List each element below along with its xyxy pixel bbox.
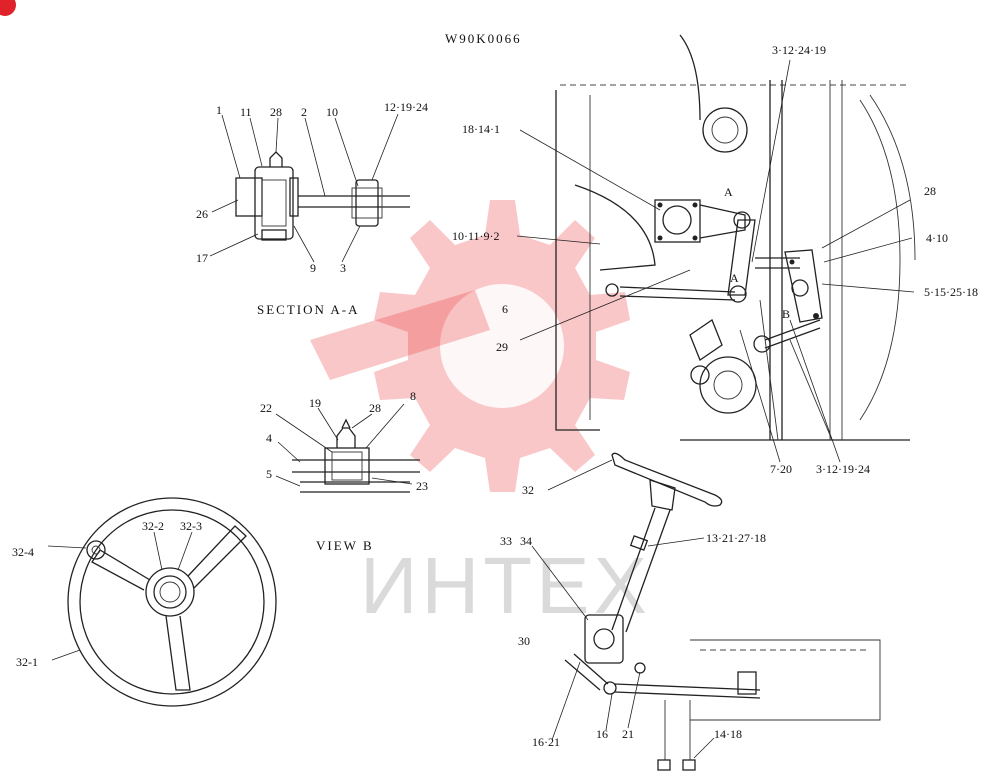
label-32-1: 32-1 <box>16 655 38 669</box>
label-19: 19 <box>309 396 321 410</box>
label-32: 32 <box>522 483 534 497</box>
view-b-caption: VIEW B <box>316 538 374 553</box>
label-6: 6 <box>502 302 508 316</box>
label-28: 28 <box>270 105 282 119</box>
label-28b: 28 <box>369 401 381 415</box>
label-13-21-27-18: 13·21·27·18 <box>706 531 766 545</box>
label-5: 5 <box>266 467 272 481</box>
label-21: 21 <box>622 727 634 741</box>
label-34: 34 <box>520 534 532 548</box>
label-23: 23 <box>416 479 428 493</box>
label-32-4: 32-4 <box>12 545 34 559</box>
label-3: 3 <box>340 261 346 275</box>
label-33: 33 <box>500 534 512 548</box>
section-aa-caption: SECTION A-A <box>257 302 360 317</box>
label-26: 26 <box>196 207 208 221</box>
label-4-10: 4·10 <box>926 231 948 245</box>
label-16-21: 16·21 <box>532 735 560 749</box>
label-10: 10 <box>326 105 338 119</box>
label-5-15-25-18: 5·15·25·18 <box>924 285 978 299</box>
view-b-drawing <box>275 403 420 493</box>
corner-badge <box>0 0 16 16</box>
label-11: 11 <box>240 105 252 119</box>
label-32-3: 32-3 <box>180 519 202 533</box>
label-22: 22 <box>260 401 272 415</box>
label-18-14-1: 18·14·1 <box>462 122 500 136</box>
label-9: 9 <box>310 261 316 275</box>
label-1: 1 <box>216 103 222 117</box>
steering-wheel-drawing <box>47 497 277 707</box>
label-4: 4 <box>266 431 272 445</box>
label-16: 16 <box>596 727 608 741</box>
label-3-12-24-19: 3·12·24·19 <box>772 43 826 57</box>
label-14-18: 14·18 <box>714 727 742 741</box>
main-assembly-drawing <box>516 34 916 463</box>
label-7-20: 7·20 <box>770 462 792 476</box>
label-17: 17 <box>196 251 208 265</box>
drawing-code: W90K0066 <box>445 31 522 46</box>
label-8: 8 <box>410 389 416 403</box>
label-12-19-24: 12·19·24 <box>384 100 428 114</box>
label-2: 2 <box>301 105 307 119</box>
label-A-top: A <box>724 185 733 199</box>
label-28c: 28 <box>924 184 936 198</box>
label-10-11-9-2: 10·11·9·2 <box>452 229 500 243</box>
steering-column-drawing <box>531 452 881 771</box>
label-30: 30 <box>518 634 530 648</box>
label-A-mid: A <box>730 271 739 285</box>
label-B: B <box>782 307 790 321</box>
label-29: 29 <box>496 340 508 354</box>
section-aa-drawing <box>209 113 410 263</box>
label-3-12-19-24: 3·12·19·24 <box>816 462 870 476</box>
label-32-2: 32-2 <box>142 519 164 533</box>
